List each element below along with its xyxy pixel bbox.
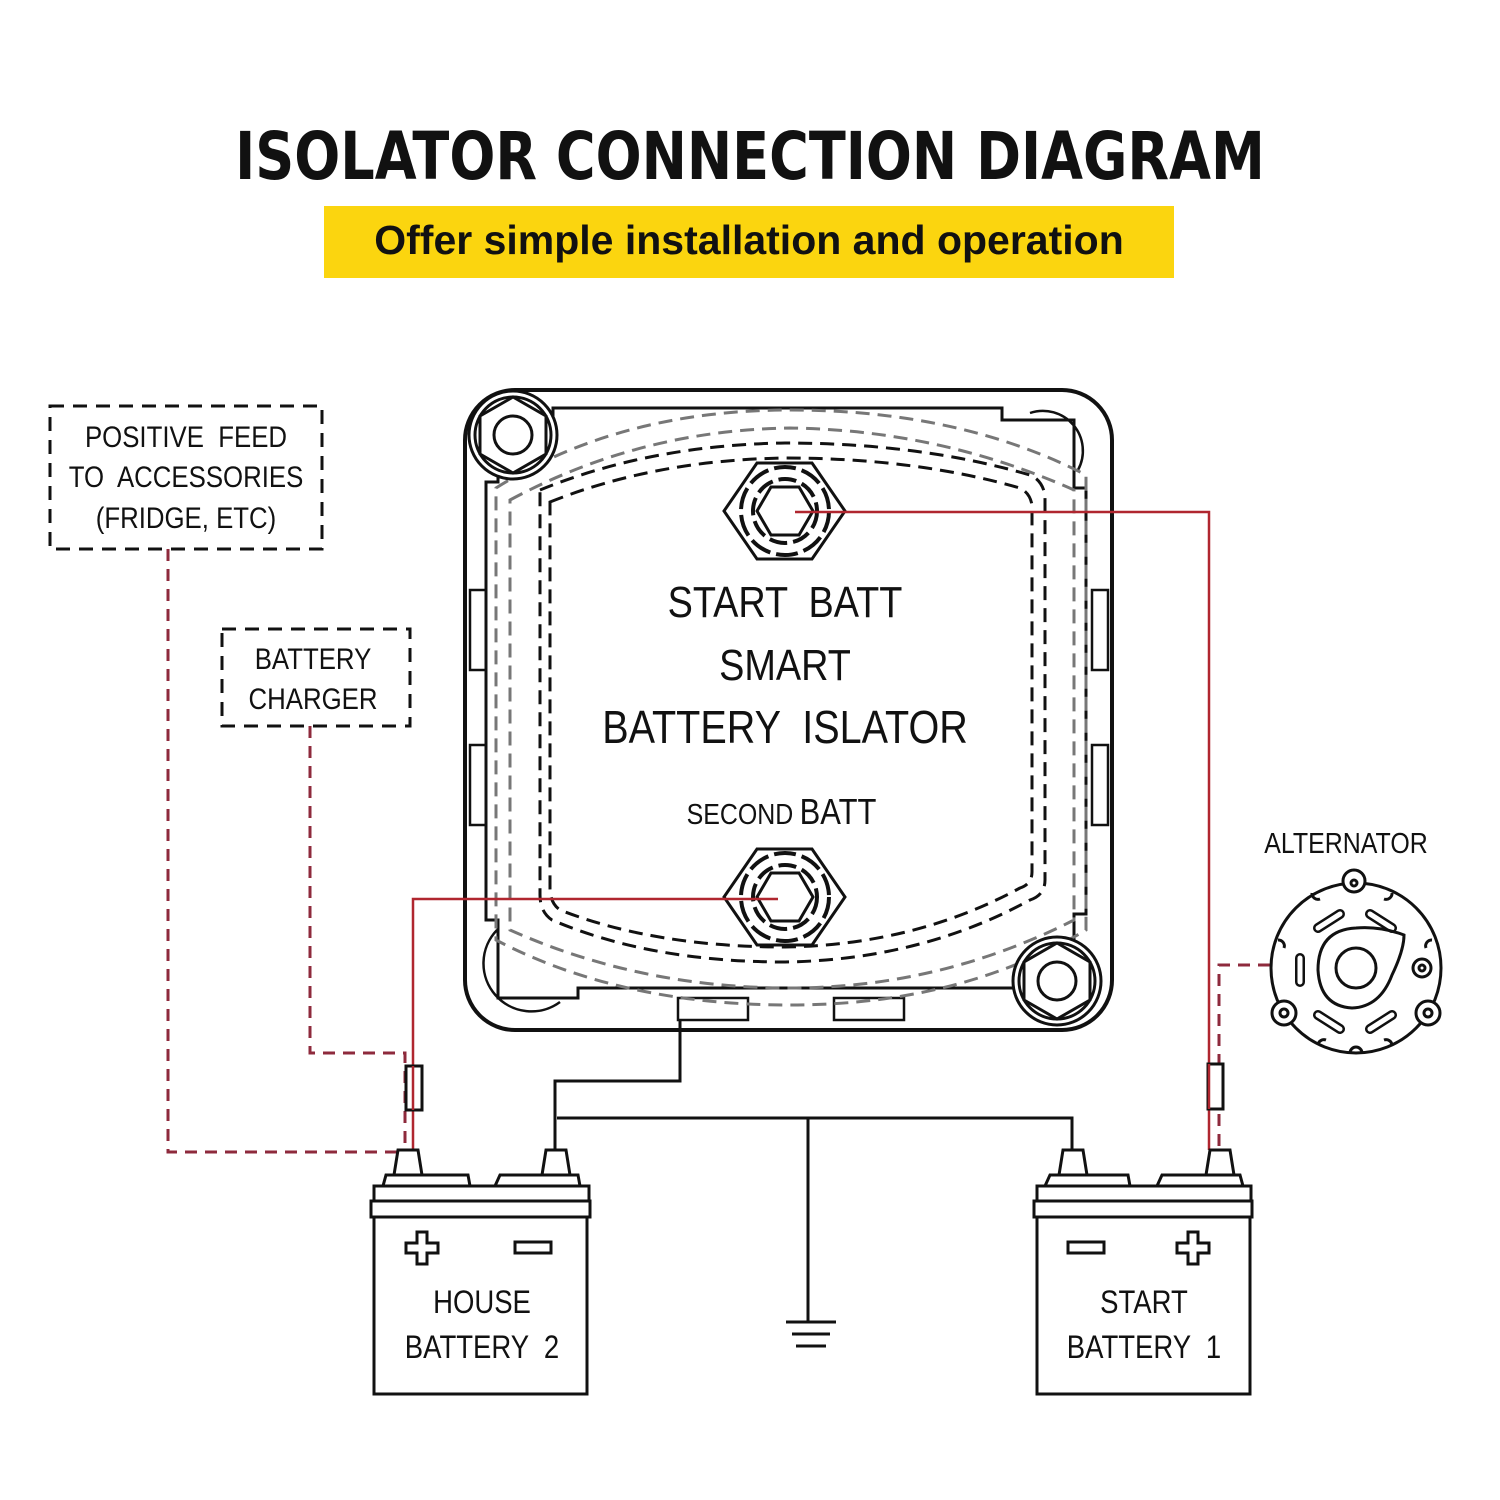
isolator-ground-wire <box>553 1020 682 1150</box>
positive-terminal-icon <box>1204 1148 1236 1177</box>
corner-bolt-icon <box>467 389 559 481</box>
bottom-tab <box>832 996 906 1022</box>
minus-symbol-icon <box>513 1240 553 1255</box>
smart-battery-isolator <box>463 388 1114 1032</box>
start-batt-label: START BATT <box>668 577 903 626</box>
ground-symbol-icon <box>786 1320 836 1348</box>
bottom-tab <box>676 996 750 1022</box>
alternator-feed-wire <box>1217 963 1270 1150</box>
house-battery-label-1: HOUSE <box>433 1285 531 1320</box>
subtitle-band <box>324 206 1174 278</box>
negative-bus-wire <box>557 1116 1074 1150</box>
charger-feed-wire <box>308 726 407 1152</box>
house-battery-label-2: BATTERY 2 <box>405 1330 559 1365</box>
smart-label: SMART <box>719 640 851 689</box>
diagram-title: ISOLATOR CONNECTION DIAGRAM <box>235 118 1265 195</box>
positive-terminal-icon <box>392 1148 424 1177</box>
accessories-feed-wire <box>166 549 405 1154</box>
label-panel-outline <box>538 441 1047 964</box>
negative-terminal-icon <box>540 1148 572 1177</box>
battery-charger-line-2: CHARGER <box>249 682 378 715</box>
start-batt-positive-wire <box>795 510 1211 1150</box>
side-tab <box>1090 743 1110 827</box>
diagram-subtitle: Offer simple installation and operation <box>374 217 1124 263</box>
plus-symbol-icon <box>1175 1230 1211 1266</box>
isolator-casing <box>463 388 1114 1032</box>
battery-charger-line-1: BATTERY <box>255 642 372 675</box>
positive-feed-box: POSITIVE FEED TO ACCESSORIES (FRIDGE, ET… <box>48 404 324 551</box>
side-tab <box>468 743 488 827</box>
side-tab <box>1090 588 1110 672</box>
battery-isolator-label: BATTERY ISLATOR <box>602 702 968 753</box>
corner-bolt-icon <box>1011 935 1103 1027</box>
second-batt-terminal-icon <box>722 847 847 947</box>
start-battery-label-1: START <box>1100 1285 1188 1320</box>
second-batt-label: BATT <box>800 793 877 833</box>
gray-dashed-outline <box>494 408 1088 1007</box>
second-label: SECOND <box>687 798 794 830</box>
minus-symbol-icon <box>1066 1240 1106 1255</box>
start-battery <box>1032 1148 1254 1396</box>
negative-terminal-icon <box>1057 1148 1089 1177</box>
side-tab <box>468 588 488 672</box>
battery-charger-box: BATTERY CHARGER <box>220 627 412 728</box>
gray-dashed-outline <box>508 426 1076 990</box>
positive-feed-line-2: TO ACCESSORIES <box>69 460 304 493</box>
alternator-icon <box>1269 868 1443 1055</box>
alternator-label: ALTERNATOR <box>1264 827 1427 859</box>
house-batt-positive-wire <box>411 897 778 1150</box>
positive-feed-line-1: POSITIVE FEED <box>85 420 287 453</box>
ground-wires <box>553 1020 1074 1322</box>
positive-feed-line-3: (FRIDGE, ETC) <box>96 501 277 534</box>
start-battery-label-2: BATTERY 1 <box>1067 1330 1221 1365</box>
plus-symbol-icon <box>404 1230 440 1266</box>
house-battery <box>369 1148 592 1396</box>
